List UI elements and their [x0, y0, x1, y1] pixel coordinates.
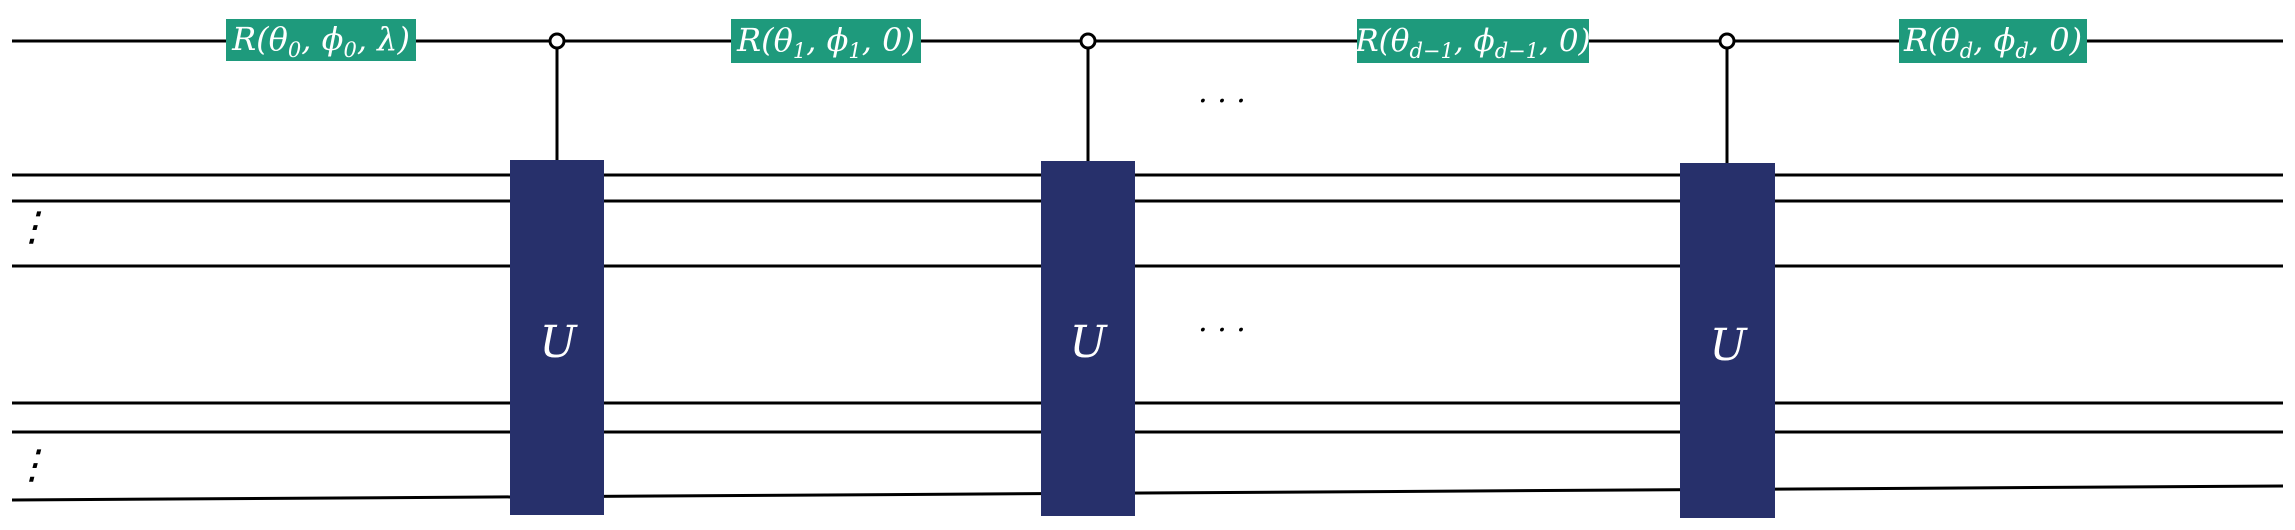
unitary-gate [510, 160, 604, 515]
rotation-gate-label-part: , 0) [2029, 21, 2082, 59]
system-wire-6 [11, 484, 2284, 502]
rotation-gate-box [731, 19, 921, 63]
rotation-gate-label-part: R(θ [736, 21, 793, 59]
vertical-ellipsis-lower: ⋮ [12, 442, 52, 488]
rotation-gate-label-part: R(θ [231, 20, 288, 58]
control-dot [548, 32, 566, 50]
rotation-gate-label: R(θ0, ϕ0, λ) [231, 20, 410, 62]
rotation-gate-label-part: , ϕ [806, 21, 848, 59]
control-dot [1718, 32, 1736, 50]
rotation-gate-label-part: R(θ [1354, 23, 1409, 59]
controlled-unitary-2: U [1041, 32, 1135, 516]
controlled-unitary-3: U [1680, 32, 1775, 518]
unitary-gate [1041, 161, 1135, 516]
rotation-gate-label-subscript: 1 [848, 39, 861, 63]
control-dot [1079, 32, 1097, 50]
rotation-gate-label-subscript: d−1 [1409, 39, 1453, 63]
rotation-gate-label: R(θd−1, ϕd−1, 0) [1354, 23, 1590, 63]
rotation-gate-label-part: , 0) [1539, 23, 1591, 59]
rotation-gate-label-subscript: 0 [343, 38, 356, 62]
horizontal-ellipsis-lower: · · · [1198, 313, 1246, 348]
horizontal-ellipsis-upper: · · · [1198, 84, 1246, 119]
rotation-gate-d: R(θd, ϕd, 0) [1899, 19, 2087, 63]
rotation-gate-box [1899, 19, 2087, 63]
vertical-ellipsis-upper: ⋮ [12, 204, 52, 250]
rotation-gate-1: R(θ1, ϕ1, 0) [731, 19, 921, 63]
rotation-gate-label-subscript: d [1960, 39, 1973, 63]
rotation-gate-label: R(θd, ϕd, 0) [1903, 21, 2082, 63]
rotation-gate-label-part: , λ) [357, 20, 410, 58]
rotation-gate-label: R(θ1, ϕ1, 0) [736, 21, 915, 63]
rotation-gate-label-subscript: 0 [288, 38, 301, 62]
rotation-gate-box [226, 19, 416, 61]
rotation-gate-label-subscript: d [2015, 39, 2028, 63]
rotation-gate-d-minus-1: R(θd−1, ϕd−1, 0) [1354, 19, 1591, 63]
rotation-gate-0: R(θ0, ϕ0, λ) [226, 19, 416, 62]
unitary-gate-label: U [1709, 320, 1748, 371]
rotation-gate-label-subscript: d−1 [1495, 39, 1539, 63]
rotation-gate-label-part: , ϕ [1973, 21, 2015, 59]
rotation-gate-box [1357, 19, 1589, 63]
controlled-unitary-1: U [510, 32, 604, 515]
rotation-gate-label-subscript: 1 [793, 39, 806, 63]
rotation-gate-label-part: , ϕ [1454, 23, 1495, 59]
rotation-gate-label-part: , ϕ [301, 20, 343, 58]
unitary-gate [1680, 163, 1775, 518]
wires [11, 39, 2284, 502]
unitary-gate-label: U [1069, 317, 1108, 368]
rotation-gate-label-part: , 0) [862, 21, 915, 59]
rotation-gate-label-part: R(θ [1903, 21, 1960, 59]
unitary-gate-label: U [539, 317, 578, 368]
